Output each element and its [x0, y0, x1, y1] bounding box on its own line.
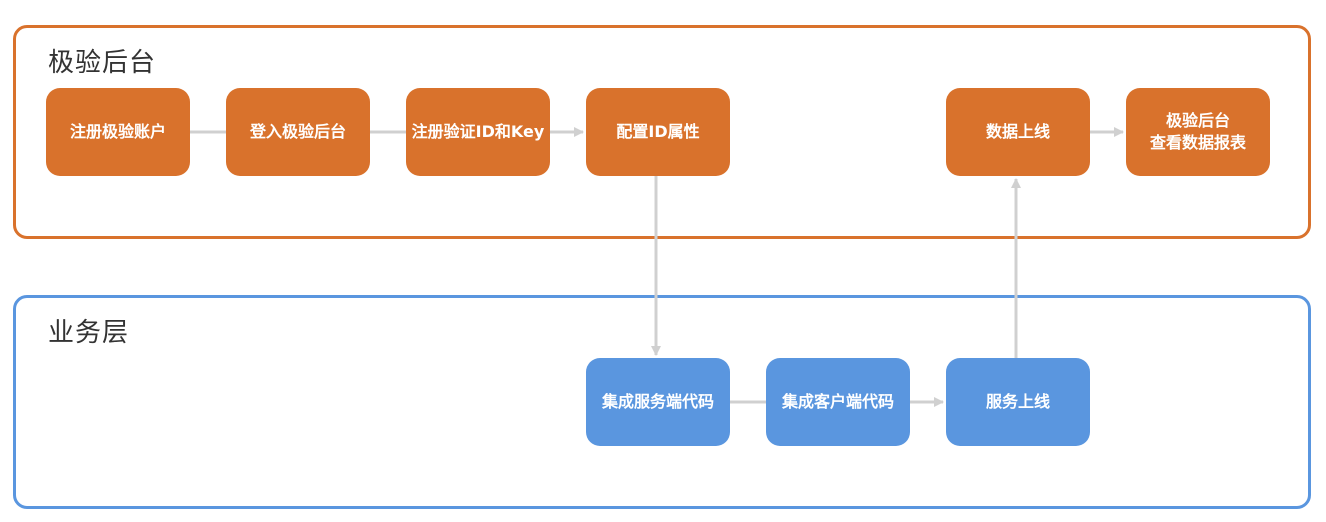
- node-data-online: 数据上线: [946, 88, 1090, 176]
- lane-title-business: 业务层: [48, 318, 130, 348]
- lane-title-backend: 极验后台: [48, 48, 157, 78]
- node-server-code: 集成服务端代码: [586, 358, 730, 446]
- node-register-account: 注册极验账户: [46, 88, 190, 176]
- node-register-id-key: 注册验证ID和Key: [406, 88, 550, 176]
- node-login-backend: 登入极验后台: [226, 88, 370, 176]
- node-view-report: 极验后台 查看数据报表: [1126, 88, 1270, 176]
- node-config-id: 配置ID属性: [586, 88, 730, 176]
- node-service-online: 服务上线: [946, 358, 1090, 446]
- node-client-code: 集成客户端代码: [766, 358, 910, 446]
